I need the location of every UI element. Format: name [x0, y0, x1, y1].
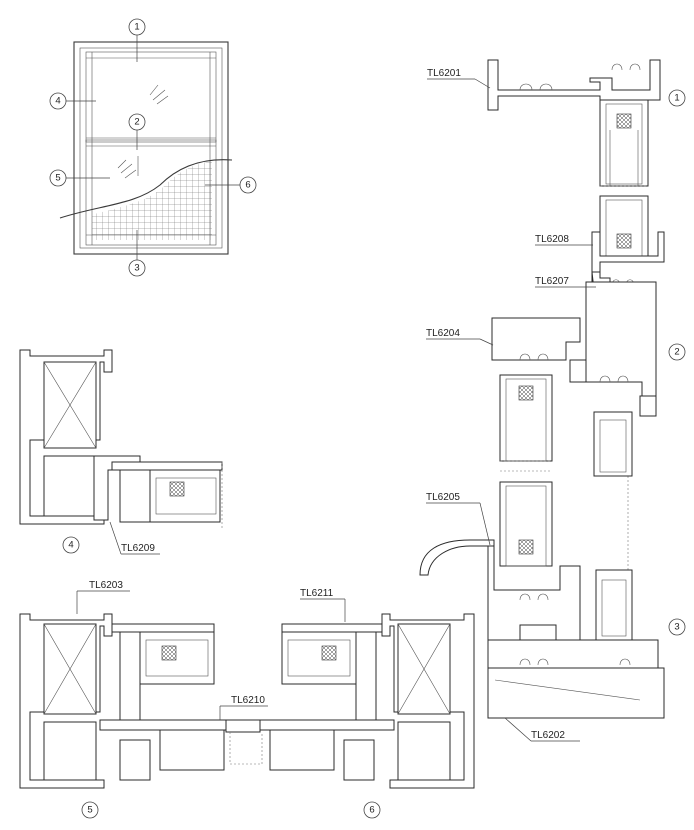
label-tl6203: TL6203 [76, 580, 130, 614]
label-tl6211: TL6211 [300, 588, 346, 622]
svg-text:1: 1 [134, 22, 139, 33]
svg-text:TL6211: TL6211 [300, 588, 334, 599]
svg-text:2: 2 [674, 347, 679, 358]
callout-4-top: 4 [49, 92, 96, 110]
callout-1-right: 1 [668, 89, 686, 107]
vertical-section [419, 59, 665, 719]
section-6 [255, 613, 475, 789]
label-tl6204: TL6204 [426, 328, 494, 346]
svg-text:TL6202: TL6202 [531, 730, 565, 741]
callout-3-top: 3 [128, 230, 146, 277]
svg-text:5: 5 [87, 805, 92, 816]
label-tl6210: TL6210 [219, 695, 268, 720]
label-tl6209: TL6209 [109, 521, 160, 555]
label-tl6205: TL6205 [426, 492, 491, 546]
svg-text:4: 4 [55, 96, 60, 107]
callout-3-right: 3 [668, 618, 686, 636]
callout-6-top: 6 [205, 176, 257, 194]
svg-text:TL6209: TL6209 [121, 543, 155, 554]
svg-text:TL6204: TL6204 [426, 328, 460, 339]
svg-text:TL6208: TL6208 [535, 234, 569, 245]
svg-text:6: 6 [369, 805, 374, 816]
section-4 [19, 349, 223, 528]
svg-text:6: 6 [245, 180, 250, 191]
svg-text:1: 1 [674, 93, 679, 104]
callout-2-right: 2 [668, 343, 686, 361]
svg-text:5: 5 [55, 173, 60, 184]
svg-text:2: 2 [134, 117, 139, 128]
svg-text:3: 3 [674, 622, 679, 633]
svg-text:4: 4 [68, 540, 73, 551]
svg-text:TL6210: TL6210 [231, 695, 265, 706]
window-elevation [59, 41, 233, 255]
svg-text:3: 3 [134, 263, 139, 274]
callout-5-bottom: 5 [81, 801, 99, 819]
callout-5-top: 5 [49, 169, 110, 187]
svg-text:TL6205: TL6205 [426, 492, 460, 503]
label-tl6207: TL6207 [535, 276, 596, 288]
svg-text:TL6207: TL6207 [535, 276, 569, 287]
section-5 [19, 613, 241, 789]
label-tl6201: TL6201 [427, 68, 491, 89]
svg-text:TL6201: TL6201 [427, 68, 461, 79]
callout-6-bottom: 6 [363, 801, 381, 819]
label-tl6208: TL6208 [535, 234, 593, 246]
callout-4-section: 4 [62, 536, 80, 554]
callout-2-top: 2 [128, 113, 146, 150]
interlock-tl6210 [225, 719, 263, 765]
label-tl6202: TL6202 [504, 717, 580, 742]
svg-text:TL6203: TL6203 [89, 580, 123, 591]
callout-1-top: 1 [128, 18, 146, 62]
